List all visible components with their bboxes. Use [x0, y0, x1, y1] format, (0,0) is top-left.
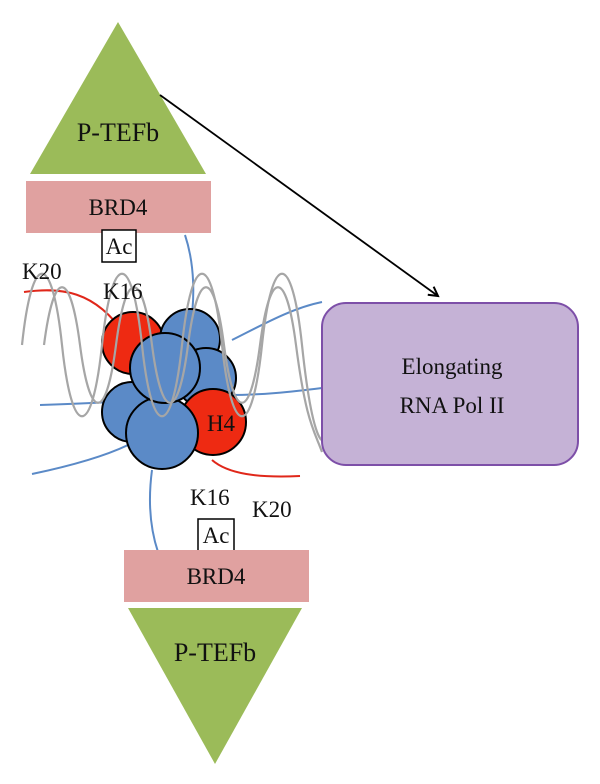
h4-label: H4: [207, 411, 236, 436]
histone-blue-center: [129, 332, 201, 404]
activation-arrow: [159, 94, 438, 296]
ptefb-bottom-label: P-TEFb: [174, 638, 256, 667]
k20-top-label: K20: [22, 259, 62, 284]
k16-bottom-label: K16: [190, 485, 230, 510]
dna-strand-2: [42, 286, 324, 453]
nucleosome-core: [101, 308, 247, 470]
brd4-bottom-label: BRD4: [187, 564, 246, 589]
brd4-top-bar: [26, 181, 211, 233]
dna-strand-1: [20, 272, 323, 442]
ptefb-top-triangle: [30, 22, 206, 174]
ac-bottom-label: Ac: [203, 523, 230, 548]
rna-pol-ii-box: [321, 302, 579, 466]
rna-pol-ii-label-line2: RNA Pol II: [400, 393, 505, 418]
brd4-bottom-bar: [124, 550, 309, 602]
k20-bottom-label: K20: [252, 497, 292, 522]
k16-top-label: K16: [103, 279, 143, 304]
histone-blue-bottom: [125, 396, 199, 470]
ptefb-top-label: P-TEFb: [77, 118, 159, 147]
ac-top-box: [101, 229, 137, 263]
brd4-top-label: BRD4: [89, 195, 148, 220]
ac-top-label: Ac: [106, 234, 133, 259]
ac-bottom-box: [197, 518, 235, 552]
rna-pol-ii-label-line1: Elongating: [402, 354, 503, 379]
ptefb-bottom-triangle: [128, 608, 302, 764]
